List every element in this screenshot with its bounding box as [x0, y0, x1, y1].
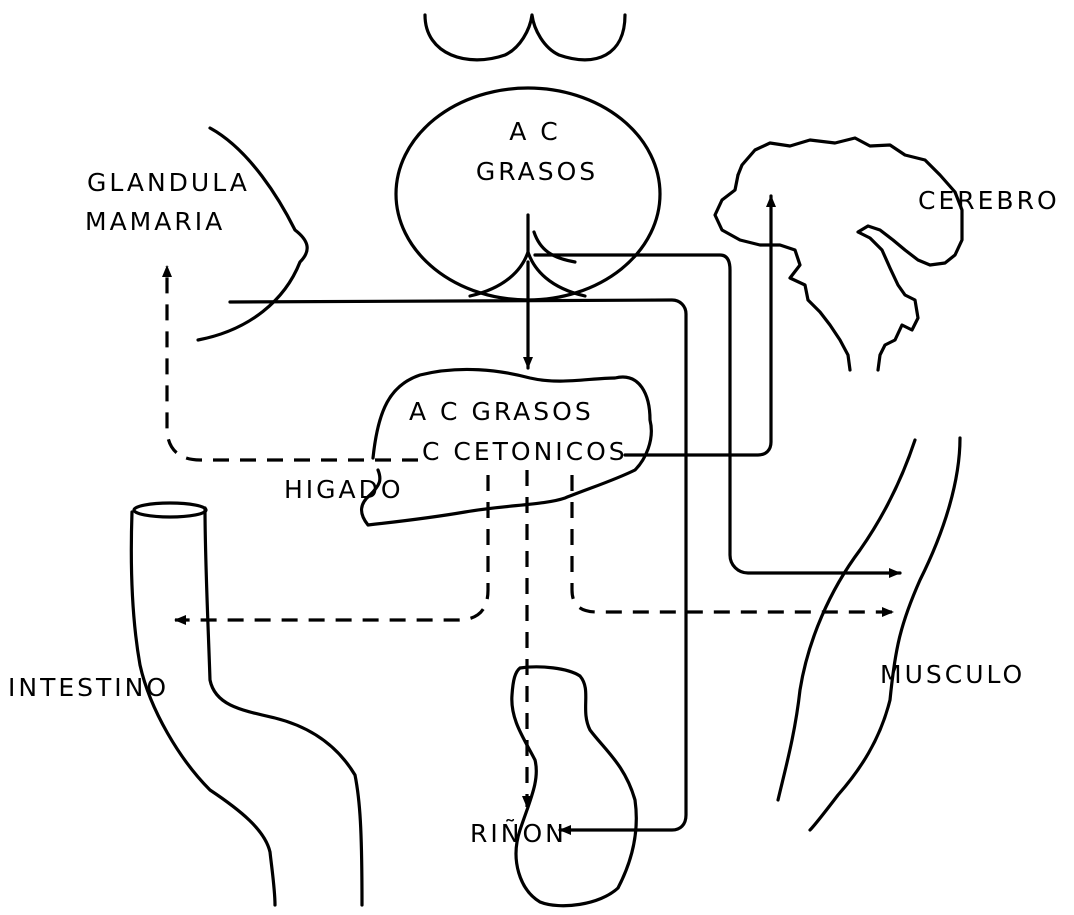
intestine-outline-left [131, 512, 275, 905]
mammary-label-1: GLANDULA [87, 168, 250, 197]
liver-label: HIGADO [284, 475, 404, 504]
fat-tissue-label-2: GRASOS [476, 157, 598, 186]
kidney-label: RIÑON [470, 818, 567, 848]
arrow-liver-to-brain [625, 196, 771, 455]
arrow-fat-to-kidney [230, 300, 686, 830]
dashed-arrow-liver-to-mammary [167, 266, 418, 460]
intestine-top [134, 503, 206, 517]
muscle-label: MUSCULO [880, 660, 1025, 689]
kidney-outline [512, 667, 636, 906]
intestine-label: INTESTINO [8, 673, 169, 702]
mammary-label-2: MAMARIA [85, 207, 225, 236]
muscle-outline-2 [810, 438, 960, 830]
brain-stem [715, 175, 850, 370]
fat-tissue-label-1: A C [509, 117, 561, 146]
intestine-outline-right [205, 508, 362, 905]
dashed-arrow-liver-to-muscle [572, 475, 893, 612]
adipose-lobes [425, 15, 625, 60]
liver-content-label-2: C CETONICOS [422, 437, 628, 466]
brain-label: CEREBRO [918, 186, 1060, 215]
liver-content-label-1: A C GRASOS [409, 397, 594, 426]
muscle-outline-1 [778, 440, 915, 800]
